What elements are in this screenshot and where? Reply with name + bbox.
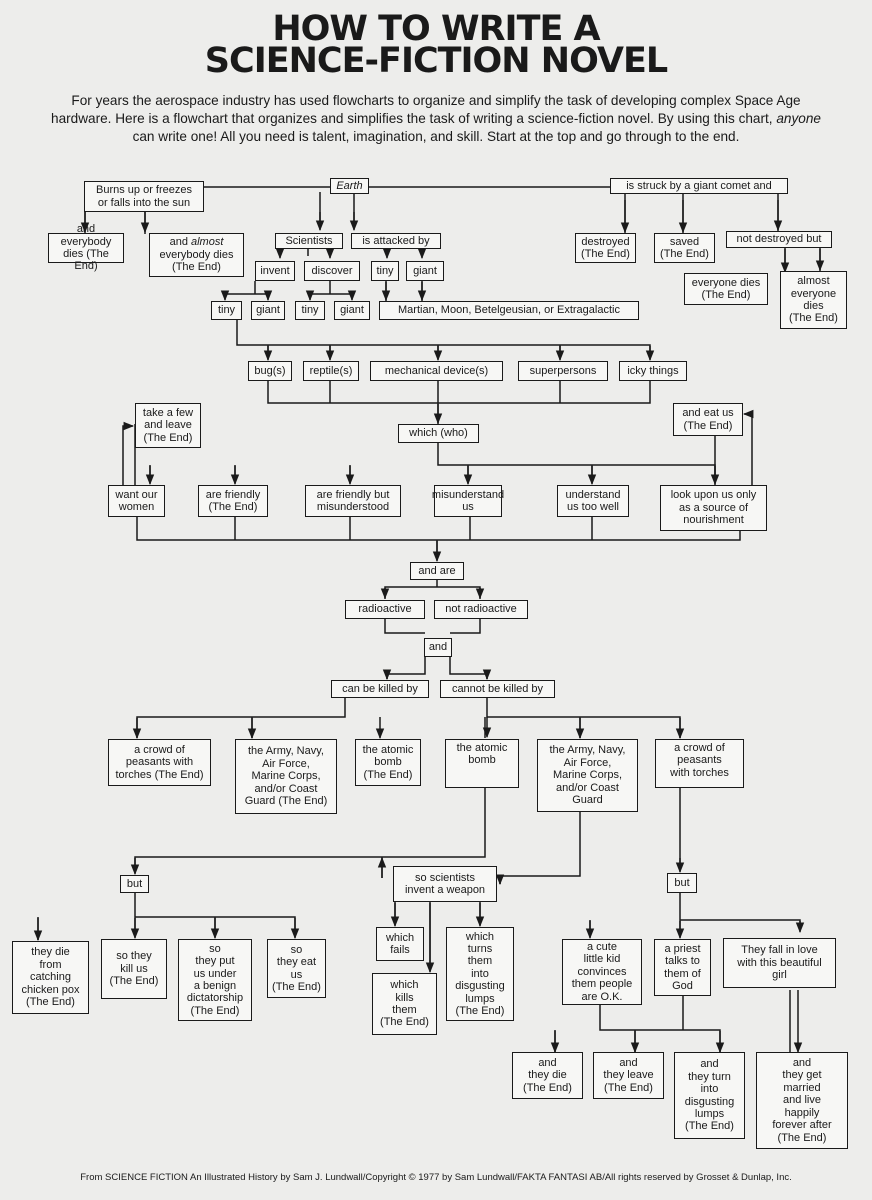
box-not-radioactive: not radioactive	[434, 600, 528, 619]
box-want-our-women: want our women	[108, 485, 165, 517]
intro-text-1: For years the aerospace industry has use…	[51, 93, 801, 126]
box-struck-by-comet: is struck by a giant comet and	[610, 178, 788, 194]
box-understand-too-well: understand us too well	[557, 485, 629, 517]
box-atomic-bomb-the-end: the atomic bomb (The End)	[355, 739, 421, 786]
box-icky-things: icky things	[619, 361, 687, 381]
box-tiny-discover: tiny	[295, 301, 325, 320]
box-everyone-dies: everyone dies (The End)	[684, 273, 768, 305]
box-scientists: Scientists	[275, 233, 343, 249]
box-take-a-few: take a few and leave (The End)	[135, 403, 201, 448]
title-line-2: SCIENCE-FICTION NOVEL	[204, 41, 668, 81]
box-so-they-eat-us: so they eat us (The End)	[267, 939, 326, 998]
box-can-be-killed-by: can be killed by	[331, 680, 429, 698]
box-turn-into-lumps: and they turn into disgusting lumps (The…	[674, 1052, 745, 1139]
box-which-fails: which fails	[376, 927, 424, 961]
box-but-left: but	[120, 875, 149, 893]
box-fall-in-love: They fall in love with this beautiful gi…	[723, 938, 836, 988]
box-giant-invent: giant	[251, 301, 285, 320]
box-kill-us: so they kill us (The End)	[101, 939, 167, 999]
box-bugs: bug(s)	[248, 361, 292, 381]
box-army-the-end: the Army, Navy, Air Force, Marine Corps,…	[235, 739, 337, 814]
box-burns-up: Burns up or freezes or falls into the su…	[84, 181, 204, 212]
box-giant-attacker: giant	[406, 261, 444, 281]
box-they-die: and they die (The End)	[512, 1052, 583, 1099]
box-crowd-the-end: a crowd of peasants with torches (The En…	[108, 739, 211, 786]
box-discover: discover	[304, 261, 360, 281]
box-giant-discover: giant	[334, 301, 370, 320]
title-line-1: HOW TO WRITE A	[272, 9, 600, 49]
intro-paragraph: For years the aerospace industry has use…	[40, 92, 832, 146]
box-reptiles: reptile(s)	[303, 361, 359, 381]
box-they-leave: and they leave (The End)	[593, 1052, 664, 1099]
box-get-married: and they get married and live happily fo…	[756, 1052, 848, 1149]
box-and: and	[424, 638, 452, 657]
box-source-of-nourishment: look upon us only as a source of nourish…	[660, 485, 767, 531]
box-superpersons: superpersons	[518, 361, 608, 381]
box-mechanical-devices: mechanical device(s)	[370, 361, 503, 381]
box-earth: Earth	[330, 178, 369, 194]
box-friendly-but-misunderstood: are friendly but misunderstood	[305, 485, 401, 517]
box-benign-dictatorship: so they put us under a benign dictatorsh…	[178, 939, 252, 1021]
box-so-scientists-invent-weapon: so scientists invent a weapon	[393, 866, 497, 902]
box-misunderstand-us: misunderstand us	[432, 485, 504, 517]
box-army: the Army, Navy, Air Force, Marine Corps,…	[537, 739, 638, 812]
box-not-destroyed: not destroyed but	[726, 231, 832, 248]
box-atomic-bomb: the atomic bomb	[445, 739, 519, 788]
box-tiny-invent: tiny	[211, 301, 242, 320]
box-but-right: but	[667, 873, 697, 893]
box-are-friendly: are friendly (The End)	[198, 485, 268, 517]
box-everybody-dies: and everybody dies (The End)	[48, 223, 124, 272]
intro-emphasis: anyone	[776, 111, 821, 126]
box-martian: Martian, Moon, Betelgeusian, or Extragal…	[379, 301, 639, 320]
intro-text-2: can write one! All you need is talent, i…	[132, 129, 740, 144]
box-invent: invent	[255, 261, 295, 281]
box-radioactive: radioactive	[345, 600, 425, 619]
box-and-are: and are	[410, 562, 464, 580]
box-chicken-pox: they die from catching chicken pox (The …	[12, 941, 89, 1014]
box-which-turns-them-into-lumps: which turns them into disgusting lumps (…	[446, 927, 514, 1021]
box-saved: saved (The End)	[654, 233, 715, 263]
box-which-who: which (who)	[398, 424, 479, 443]
box-which-kills-them: which kills them (The End)	[372, 973, 437, 1035]
copyright-footer: From SCIENCE FICTION An Illustrated Hist…	[80, 1172, 792, 1183]
box-crowd: a crowd of peasants with torches	[655, 739, 744, 788]
box-cute-little-kid: a cute little kid convinces them people …	[562, 939, 642, 1005]
box-and-eat-us: and eat us (The End)	[673, 403, 743, 436]
box-cannot-be-killed-by: cannot be killed by	[440, 680, 555, 698]
box-almost-everyone-dies: almost everyone dies (The End)	[780, 271, 847, 329]
box-tiny-attacker: tiny	[371, 261, 399, 281]
box-priest: a priest talks to them of God	[654, 939, 711, 996]
box-attacked-by: is attacked by	[351, 233, 441, 249]
box-destroyed: destroyed (The End)	[575, 233, 636, 263]
